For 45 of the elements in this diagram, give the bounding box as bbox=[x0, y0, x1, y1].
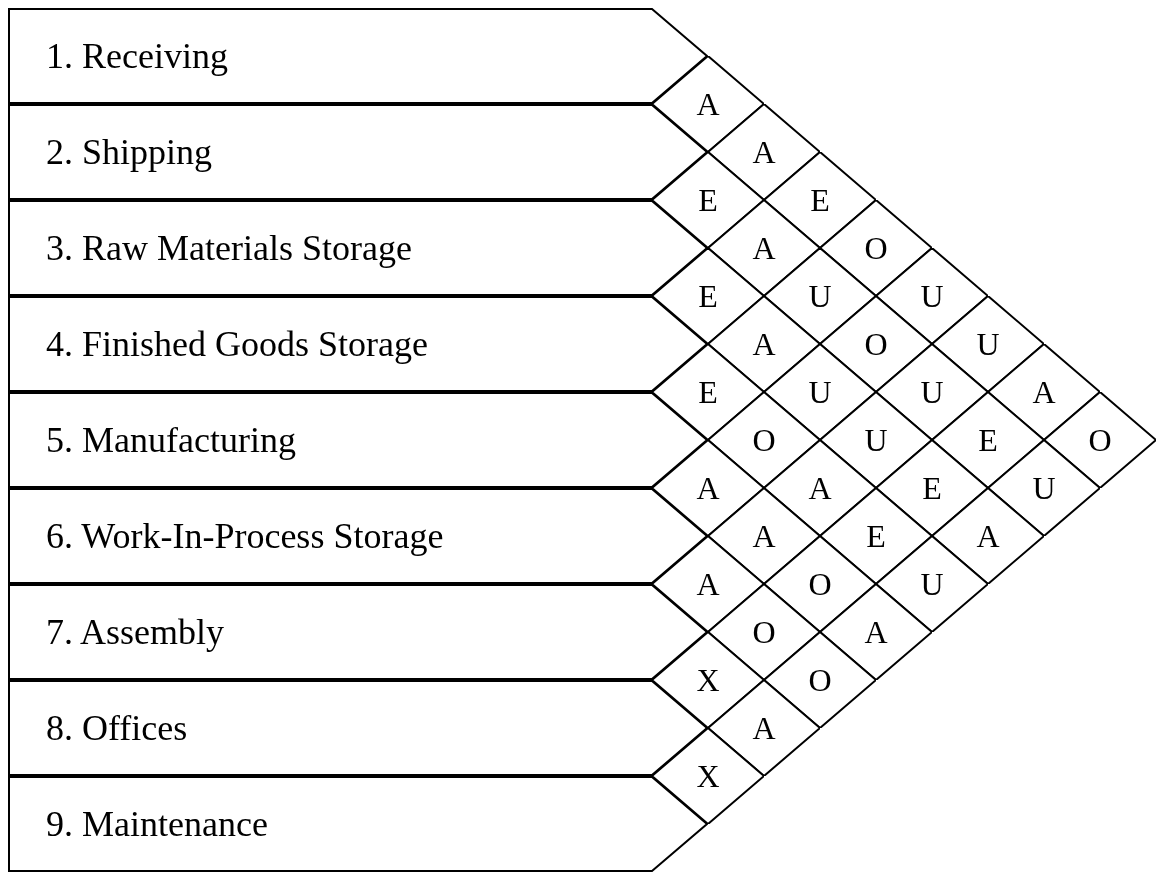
rating-letter: O bbox=[864, 328, 888, 360]
rating-letter: O bbox=[752, 424, 776, 456]
rating-letter: A bbox=[752, 712, 776, 744]
rating-letter: O bbox=[752, 616, 776, 648]
rating-letter: E bbox=[698, 184, 718, 216]
department-name: 8. Offices bbox=[46, 710, 188, 746]
department-name: 3. Raw Materials Storage bbox=[46, 230, 412, 266]
department-name: 2. Shipping bbox=[46, 134, 213, 170]
rating-letter: O bbox=[808, 664, 832, 696]
department-name: 7. Assembly bbox=[46, 614, 224, 650]
rating-letter: A bbox=[696, 472, 720, 504]
rating-letter: U bbox=[920, 280, 944, 312]
rating-letter: A bbox=[976, 520, 1000, 552]
department-name: 9. Maintenance bbox=[46, 806, 268, 842]
department-name: 6. Work-In-Process Storage bbox=[46, 518, 444, 554]
department-name: 4. Finished Goods Storage bbox=[46, 326, 428, 362]
rating-letter: U bbox=[864, 424, 888, 456]
rating-letter: A bbox=[696, 88, 720, 120]
rating-letter: A bbox=[752, 520, 776, 552]
rating-letter: U bbox=[1032, 472, 1056, 504]
rating-letter: A bbox=[696, 568, 720, 600]
rating-letter: U bbox=[808, 280, 832, 312]
rating-letter: A bbox=[808, 472, 832, 504]
rating-letter: E bbox=[978, 424, 998, 456]
rating-letter: X bbox=[696, 760, 720, 792]
rating-letter: A bbox=[1032, 376, 1056, 408]
rating-letter: A bbox=[752, 232, 776, 264]
rating-letter: A bbox=[752, 136, 776, 168]
rating-letter: E bbox=[922, 472, 942, 504]
rating-letter: O bbox=[864, 232, 888, 264]
department-name: 5. Manufacturing bbox=[46, 422, 296, 458]
rating-letter: O bbox=[1088, 424, 1112, 456]
rating-letter: U bbox=[920, 376, 944, 408]
rating-letter: E bbox=[810, 184, 830, 216]
rating-letter: E bbox=[698, 280, 718, 312]
rating-letter: E bbox=[866, 520, 886, 552]
rating-letter: U bbox=[920, 568, 944, 600]
rating-letter: O bbox=[808, 568, 832, 600]
rating-letter: U bbox=[976, 328, 1000, 360]
department-name: 1. Receiving bbox=[46, 38, 228, 74]
rating-letter: E bbox=[698, 376, 718, 408]
rating-letter: U bbox=[808, 376, 832, 408]
rating-letter: A bbox=[752, 328, 776, 360]
rating-letter: X bbox=[696, 664, 720, 696]
rating-letter: A bbox=[864, 616, 888, 648]
